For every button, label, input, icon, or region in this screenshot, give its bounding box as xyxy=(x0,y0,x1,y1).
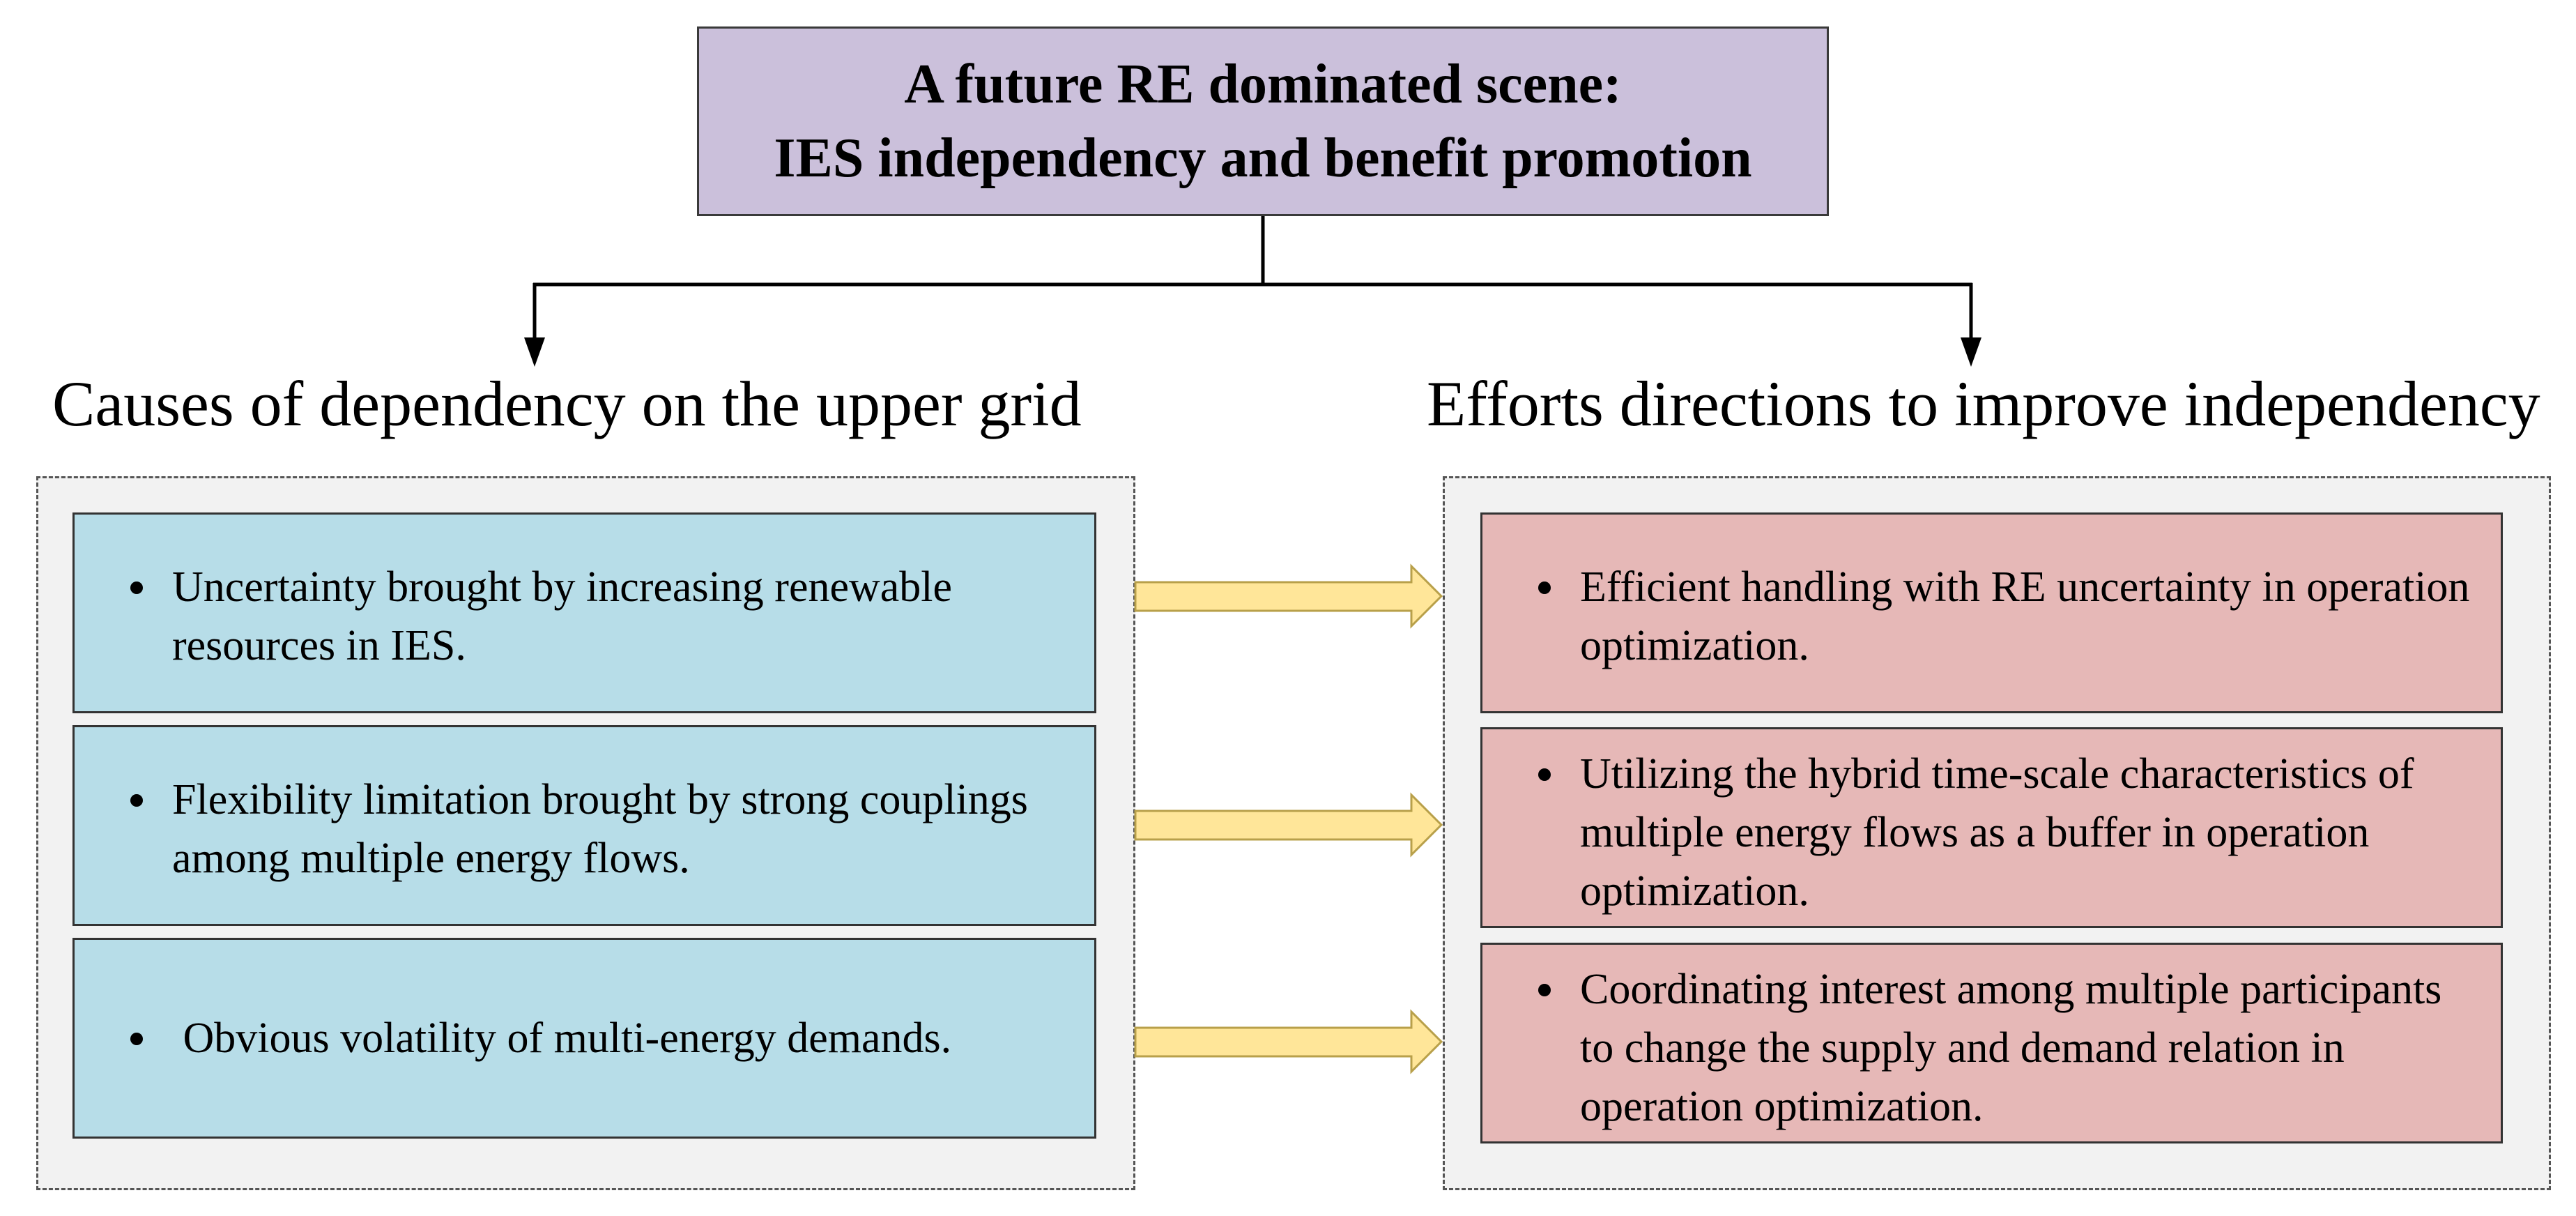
arrowhead-left xyxy=(524,337,545,367)
cause-bullet-3: Obvious volatility of multi-energy deman… xyxy=(75,1009,1094,1067)
cause-item-3: Obvious volatility of multi-energy deman… xyxy=(72,938,1096,1139)
arrow-1 xyxy=(1134,563,1443,629)
effort-bullet-1: Efficient handling with RE uncertainty i… xyxy=(1482,558,2501,675)
cause-text-2: Flexibility limitation brought by strong… xyxy=(172,776,1028,882)
cause-bullet-2: Flexibility limitation brought by strong… xyxy=(75,770,1094,888)
effort-text-1: Efficient handling with RE uncertainty i… xyxy=(1580,563,2470,669)
cause-bullet-1: Uncertainty brought by increasing renewa… xyxy=(75,558,1094,675)
arrow-3 xyxy=(1134,1009,1443,1074)
right-heading: Efforts directions to improve independen… xyxy=(1427,368,2540,439)
title-line-1: A future RE dominated scene: xyxy=(904,54,1622,115)
title-line-2: IES independency and benefit promotion xyxy=(774,128,1752,189)
effort-text-2: Utilizing the hybrid time-scale characte… xyxy=(1580,750,2414,915)
cause-item-2: Flexibility limitation brought by strong… xyxy=(72,725,1096,926)
cause-text-3: Obvious volatility of multi-energy deman… xyxy=(172,1014,952,1062)
branch-connector xyxy=(524,216,1981,367)
cause-text-1: Uncertainty brought by increasing renewa… xyxy=(172,563,953,669)
effort-item-1: Efficient handling with RE uncertainty i… xyxy=(1480,512,2503,713)
arrow-2 xyxy=(1134,792,1443,858)
arrowhead-right xyxy=(1961,337,1981,367)
cause-item-1: Uncertainty brought by increasing renewa… xyxy=(72,512,1096,713)
effort-item-3: Coordinating interest among multiple par… xyxy=(1480,943,2503,1143)
effort-text-3: Coordinating interest among multiple par… xyxy=(1580,966,2442,1130)
effort-bullet-3: Coordinating interest among multiple par… xyxy=(1482,960,2501,1136)
left-heading: Causes of dependency on the upper grid xyxy=(52,368,1082,439)
title-box: A future RE dominated scene: IES indepen… xyxy=(697,26,1829,216)
effort-bullet-2: Utilizing the hybrid time-scale characte… xyxy=(1482,745,2501,920)
effort-item-2: Utilizing the hybrid time-scale characte… xyxy=(1480,727,2503,928)
